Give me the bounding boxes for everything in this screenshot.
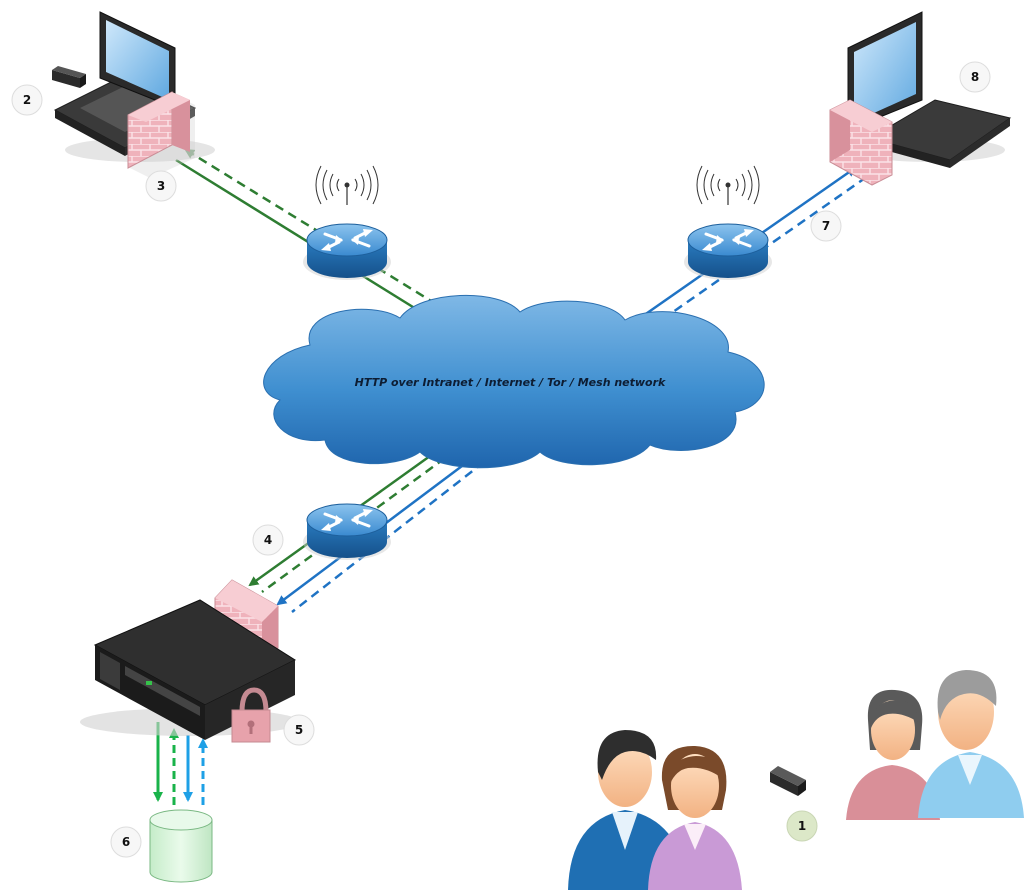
svg-text:8: 8 [971, 70, 979, 84]
padlock-icon [231, 687, 271, 743]
svg-text:5: 5 [295, 723, 303, 737]
usb-key-icon [52, 66, 86, 88]
firewall-icon [127, 91, 195, 178]
step-badge-5: 5 [283, 714, 315, 746]
router-left [301, 222, 393, 282]
users-icon [846, 670, 1024, 820]
cloud-label: HTTP over Intranet / Internet / Tor / Me… [355, 376, 666, 389]
laptop-icon [847, 11, 1012, 168]
database-icon [149, 809, 213, 883]
network-cloud: HTTP over Intranet / Internet / Tor / Me… [263, 294, 765, 469]
svg-text:7: 7 [822, 219, 830, 233]
users-icon [568, 730, 742, 890]
step-badge-7: 7 [810, 210, 842, 242]
router-right [682, 222, 774, 282]
svg-text:1: 1 [798, 819, 806, 833]
svg-text:4: 4 [264, 533, 272, 547]
step-badge-1: 1 [786, 810, 818, 842]
step-badge-4: 4 [252, 524, 284, 556]
svg-text:6: 6 [122, 835, 130, 849]
firewall-icon [829, 99, 893, 186]
wireless-icon [696, 165, 760, 206]
step-badge-2: 2 [11, 84, 43, 116]
cloud-shape [263, 294, 765, 469]
svg-text:2: 2 [23, 93, 31, 107]
green-dashed-path-laptop [184, 148, 463, 322]
usb-key-icon [770, 766, 806, 796]
wireless-icon [315, 165, 379, 206]
router-bottom [301, 502, 393, 562]
step-badge-3: 3 [145, 170, 177, 202]
svg-text:3: 3 [157, 179, 165, 193]
step-badge-6: 6 [110, 826, 142, 858]
step-badge-8: 8 [959, 61, 991, 93]
